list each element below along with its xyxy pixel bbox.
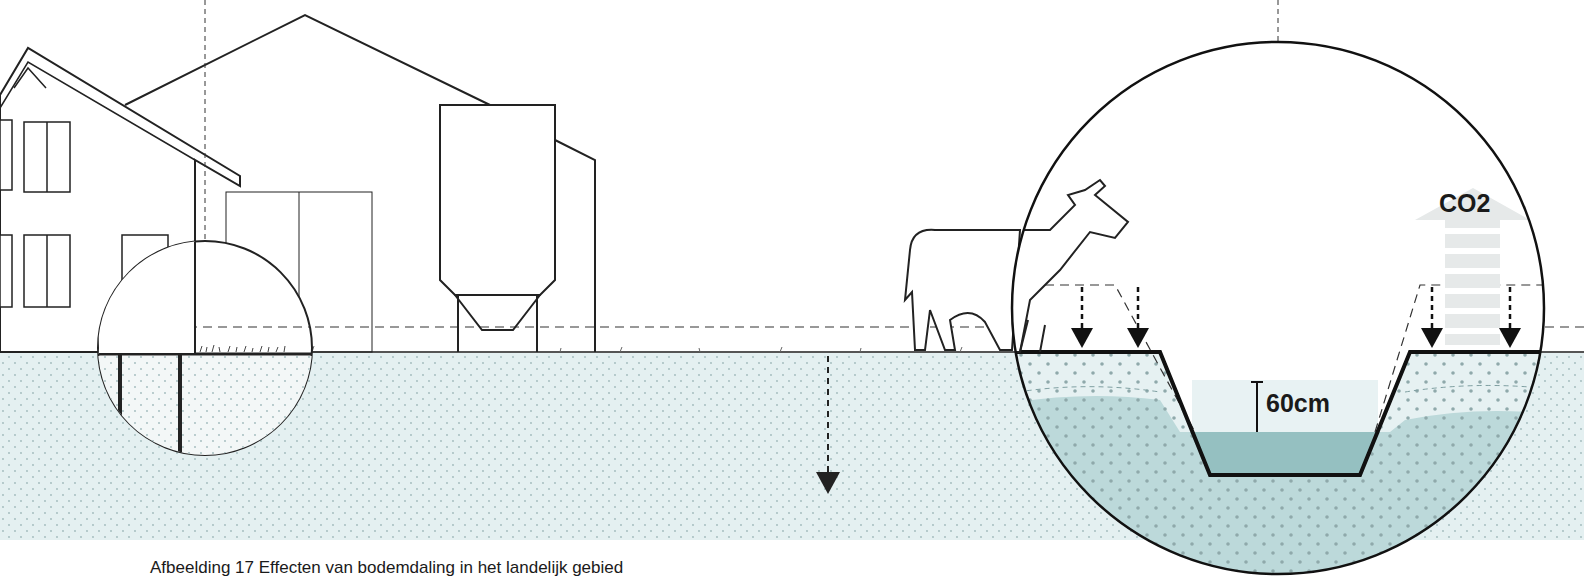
gas-label: CO2 <box>1439 189 1490 218</box>
dimension-label: 60cm <box>1266 389 1330 418</box>
figure-caption: Afbeelding 17 Effecten van bodemdaling i… <box>150 558 623 578</box>
